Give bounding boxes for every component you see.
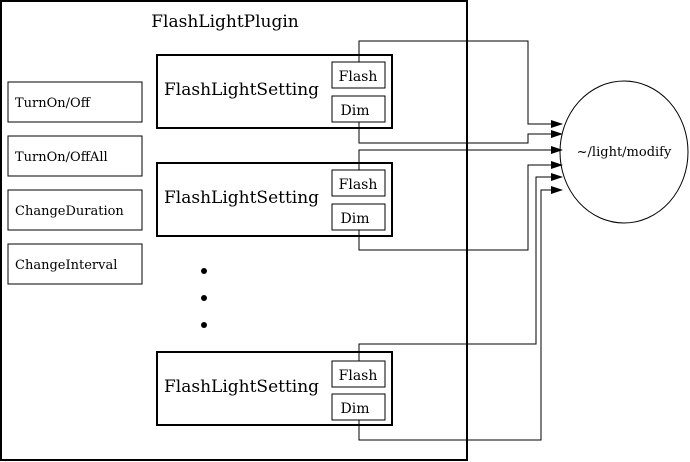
flash-label-1: Flash [339, 69, 378, 85]
wire-flash-1 [358, 40, 563, 128]
vertical-dots-icon [201, 268, 207, 328]
flash-box-3 [331, 360, 386, 388]
action-label-turn-on-off-all: TurnOn/OffAll [15, 150, 108, 165]
connector-wires [358, 40, 563, 441]
action-label-change-duration: ChangeDuration [15, 204, 124, 219]
wire-flash-2 [358, 146, 563, 170]
flash-box-2 [331, 169, 386, 197]
light-modify-node: ~/light/modify [559, 80, 689, 224]
flash-label-2: Flash [339, 177, 378, 193]
action-box-change-duration: ChangeDuration [7, 189, 143, 231]
dim-box-2 [331, 203, 386, 231]
action-box-change-interval: ChangeInterval [7, 243, 143, 285]
flashlight-setting-2: FlashLightSetting Flash Dim [156, 162, 393, 237]
action-label-turn-on-off: TurnOn/Off [15, 96, 92, 111]
action-label-change-interval: ChangeInterval [15, 258, 117, 273]
wire-dim-3 [358, 186, 563, 441]
action-box-turn-on-off-all: TurnOn/OffAll [7, 135, 143, 177]
setting-label-2: FlashLightSetting [164, 188, 319, 208]
flashlight-setting-1: FlashLightSetting Flash Dim [156, 54, 393, 129]
flash-label-3: Flash [339, 368, 378, 384]
wire-dim-1 [358, 122, 563, 144]
wire-flash-3 [358, 173, 563, 361]
dim-label-3: Dim [341, 401, 370, 417]
action-box-turn-on-off: TurnOn/Off [7, 81, 143, 123]
dim-box-1 [331, 95, 386, 123]
setting-label-1: FlashLightSetting [164, 80, 319, 100]
dim-label-2: Dim [341, 211, 370, 227]
wire-dim-2 [358, 161, 563, 251]
dim-box-3 [331, 393, 386, 421]
plugin-title: FlashLightPlugin [151, 12, 299, 32]
setting-label-3: FlashLightSetting [164, 377, 319, 397]
flash-box-1 [331, 61, 386, 89]
dim-label-1: Dim [341, 103, 370, 119]
flashlight-setting-3: FlashLightSetting Flash Dim [156, 351, 393, 426]
light-modify-label: ~/light/modify [577, 145, 672, 160]
